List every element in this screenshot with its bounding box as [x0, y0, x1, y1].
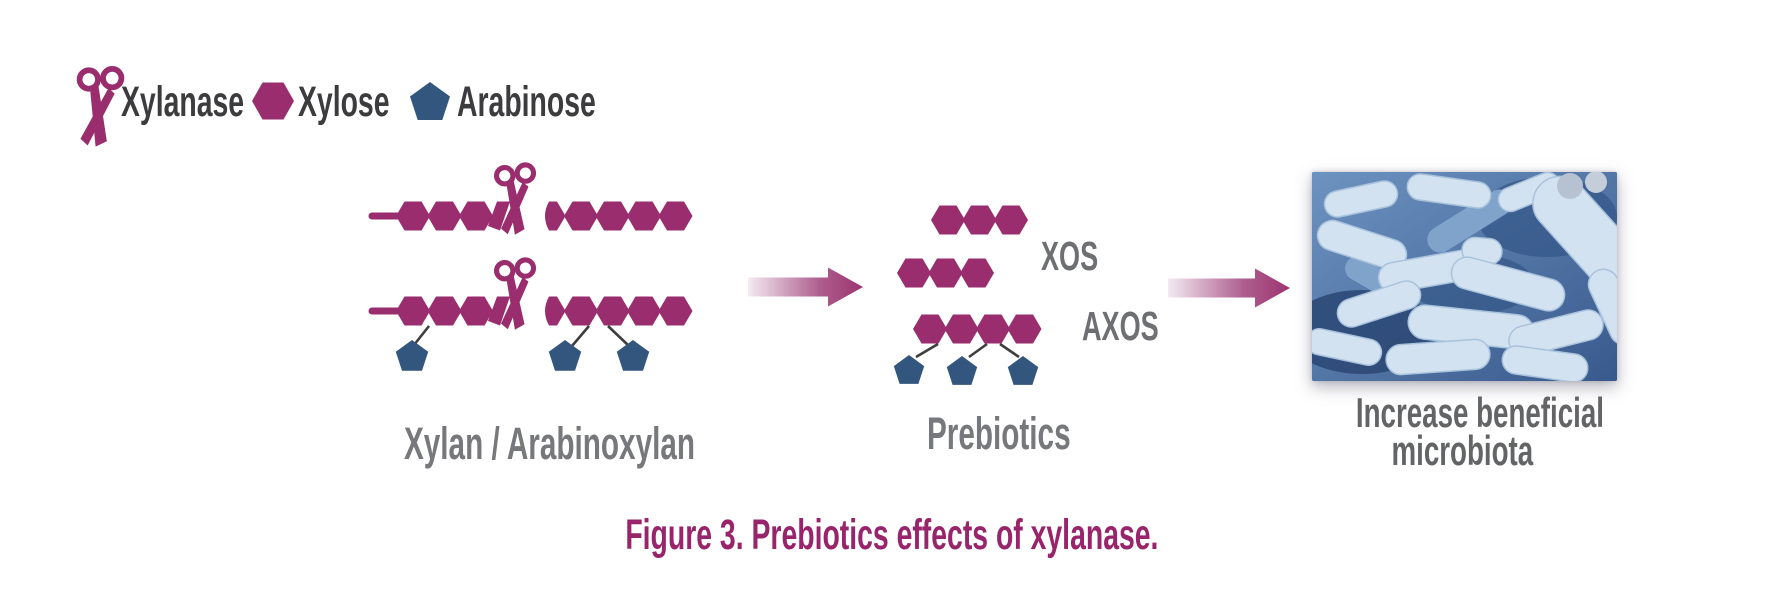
xylose-hexagon — [931, 205, 965, 235]
glycosidic-link-line — [999, 342, 1020, 359]
glycosidic-link-line — [571, 325, 590, 347]
prebiotics-label: Prebiotics — [859, 411, 1139, 457]
legend-label-xylanase: Xylanase — [121, 79, 307, 125]
xylose-hexagon — [252, 82, 294, 120]
prebiotics-label-text: Prebiotics — [927, 408, 1071, 459]
axos-label-text: AXOS — [1082, 303, 1159, 349]
xylose-hexagon — [595, 296, 630, 326]
arabinose-pentagon — [1007, 356, 1039, 385]
xylose-hexagon — [658, 201, 693, 231]
scissors-icon — [494, 162, 537, 235]
figure-caption-text: Figure 3. Prebiotics effects of xylanase… — [625, 511, 1159, 559]
outcome-label-line1: Increase beneficial — [1355, 389, 1604, 436]
outcome-label-line2: microbiota — [1391, 427, 1533, 474]
cut-hexagon-fragment — [488, 296, 510, 326]
xylose-hexagon — [396, 201, 430, 231]
glycosidic-link-line — [915, 342, 939, 359]
xylose-hexagon — [427, 296, 462, 326]
outcome-label: Increase beneficial microbiota — [1292, 389, 1632, 474]
xylose-hexagon — [976, 314, 1010, 344]
legend-text-arabinose: Arabinose — [457, 78, 596, 126]
arabinose-pentagon — [548, 340, 582, 371]
axos-label: AXOS — [1082, 305, 1198, 347]
xylose-hexagon — [994, 205, 1028, 235]
xylose-hexagon — [627, 201, 661, 231]
arabinose-pentagon — [616, 340, 650, 371]
xylose-hexagon — [897, 258, 931, 288]
process-arrow-icon — [1168, 268, 1290, 308]
xylose-hexagon — [427, 201, 462, 231]
xylose-hexagon — [913, 314, 947, 344]
xylose-hexagon — [658, 296, 693, 326]
substrate-label-text: Xylan / Arabinoxylan — [403, 418, 696, 469]
xylose-hexagon — [564, 296, 598, 326]
cut-hexagon-fragment — [545, 201, 566, 231]
xylose-hexagon — [1007, 314, 1042, 344]
xylose-hexagon — [960, 258, 994, 288]
cut-hexagon-fragment — [488, 201, 510, 231]
arabinose-pentagon — [946, 356, 978, 385]
legend-label-xylose: Xylose — [298, 79, 437, 125]
scissors-icon — [76, 66, 125, 147]
glycosidic-link-line — [607, 325, 630, 347]
legend-text-xylose: Xylose — [298, 78, 390, 126]
process-arrow-icon — [748, 267, 863, 307]
legend-text-xylanase: Xylanase — [121, 78, 245, 126]
xylose-hexagon — [459, 296, 493, 326]
xylose-hexagon — [928, 258, 963, 288]
scissors-icon — [494, 257, 537, 330]
substrate-label: Xylan / Arabinoxylan — [329, 421, 769, 467]
xylose-hexagon — [962, 205, 997, 235]
cut-hexagon-fragment — [545, 296, 566, 326]
glycosidic-link-line — [968, 342, 988, 359]
xos-label: XOS — [1041, 235, 1128, 277]
xylose-hexagon — [564, 201, 598, 231]
bacteria-micrograph-art — [1312, 172, 1617, 381]
arabinose-pentagon — [395, 340, 429, 371]
arabinose-pentagon — [893, 355, 925, 384]
bacteria-micrograph-image — [1312, 172, 1617, 381]
xylose-hexagon — [459, 201, 493, 231]
xylose-hexagon — [627, 296, 661, 326]
xos-label-text: XOS — [1041, 233, 1099, 279]
legend-label-arabinose: Arabinose — [457, 79, 667, 125]
arabinose-pentagon — [410, 82, 450, 120]
xylose-hexagon — [944, 314, 979, 344]
xylose-hexagon — [396, 296, 430, 326]
figure-caption: Figure 3. Prebiotics effects of xylanase… — [442, 512, 1342, 558]
glycosidic-link-line — [412, 325, 431, 346]
xylose-hexagon — [595, 201, 630, 231]
